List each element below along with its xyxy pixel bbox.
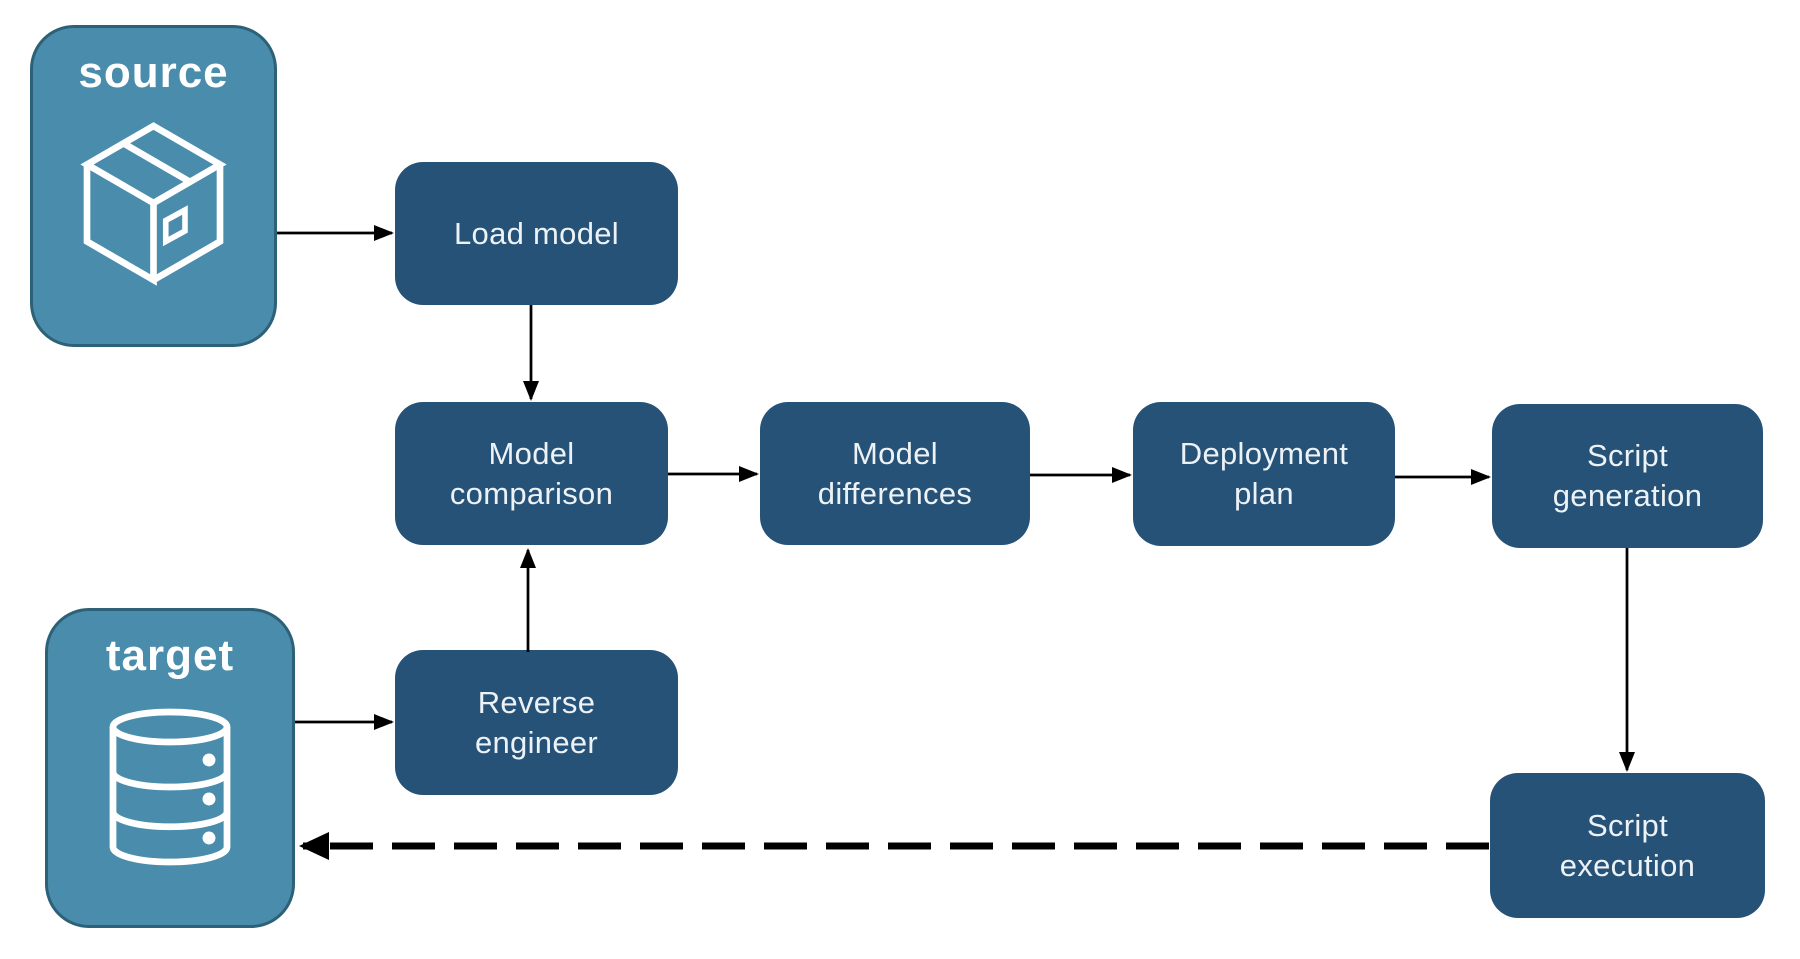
- node-target: target: [45, 608, 295, 928]
- node-source: source: [30, 25, 277, 347]
- node-model-differences: Model differences: [760, 402, 1030, 545]
- node-script-generation-label: Script generation: [1552, 438, 1703, 513]
- node-script-execution-label: Script execution: [1559, 807, 1696, 883]
- node-reverse-engineer-label: Reverse engineer: [474, 684, 599, 760]
- node-model-differences-label: Model differences: [817, 435, 973, 511]
- node-deployment-plan: Deployment plan: [1133, 402, 1395, 546]
- database-icon: [109, 708, 231, 866]
- node-script-execution: Script execution: [1490, 773, 1765, 918]
- node-load-model: Load model: [395, 162, 678, 305]
- node-load-model-label: Load model: [453, 215, 619, 251]
- node-target-label: target: [105, 631, 235, 680]
- node-model-comparison-label: Model comparison: [449, 435, 614, 511]
- node-reverse-engineer: Reverse engineer: [395, 650, 678, 795]
- package-icon: [80, 122, 227, 286]
- node-model-comparison: Model comparison: [395, 402, 668, 545]
- node-script-generation: Script generation: [1492, 404, 1763, 548]
- node-deployment-plan-label: Deployment plan: [1179, 436, 1349, 511]
- node-source-label: source: [78, 48, 229, 97]
